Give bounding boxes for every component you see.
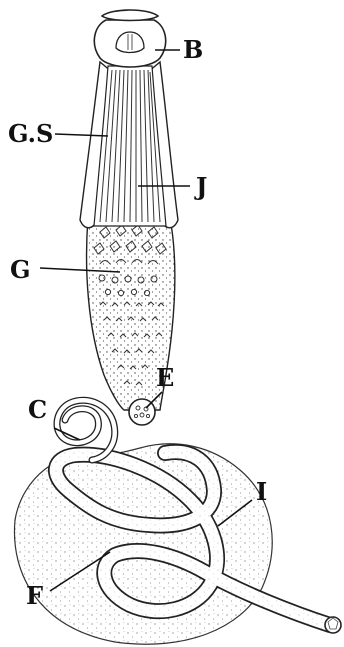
neck-collar xyxy=(80,62,178,228)
tube-end-opening xyxy=(325,617,341,633)
label-c: C xyxy=(28,395,47,424)
head-bulb xyxy=(94,10,165,67)
label-i: I xyxy=(256,477,267,506)
label-e: E xyxy=(156,363,174,392)
label-b: B xyxy=(183,35,203,64)
label-gs: G.S xyxy=(8,119,53,148)
label-g: G xyxy=(10,255,31,284)
head-rim xyxy=(102,10,158,21)
label-f: F xyxy=(26,581,43,610)
label-j: J xyxy=(194,172,207,201)
